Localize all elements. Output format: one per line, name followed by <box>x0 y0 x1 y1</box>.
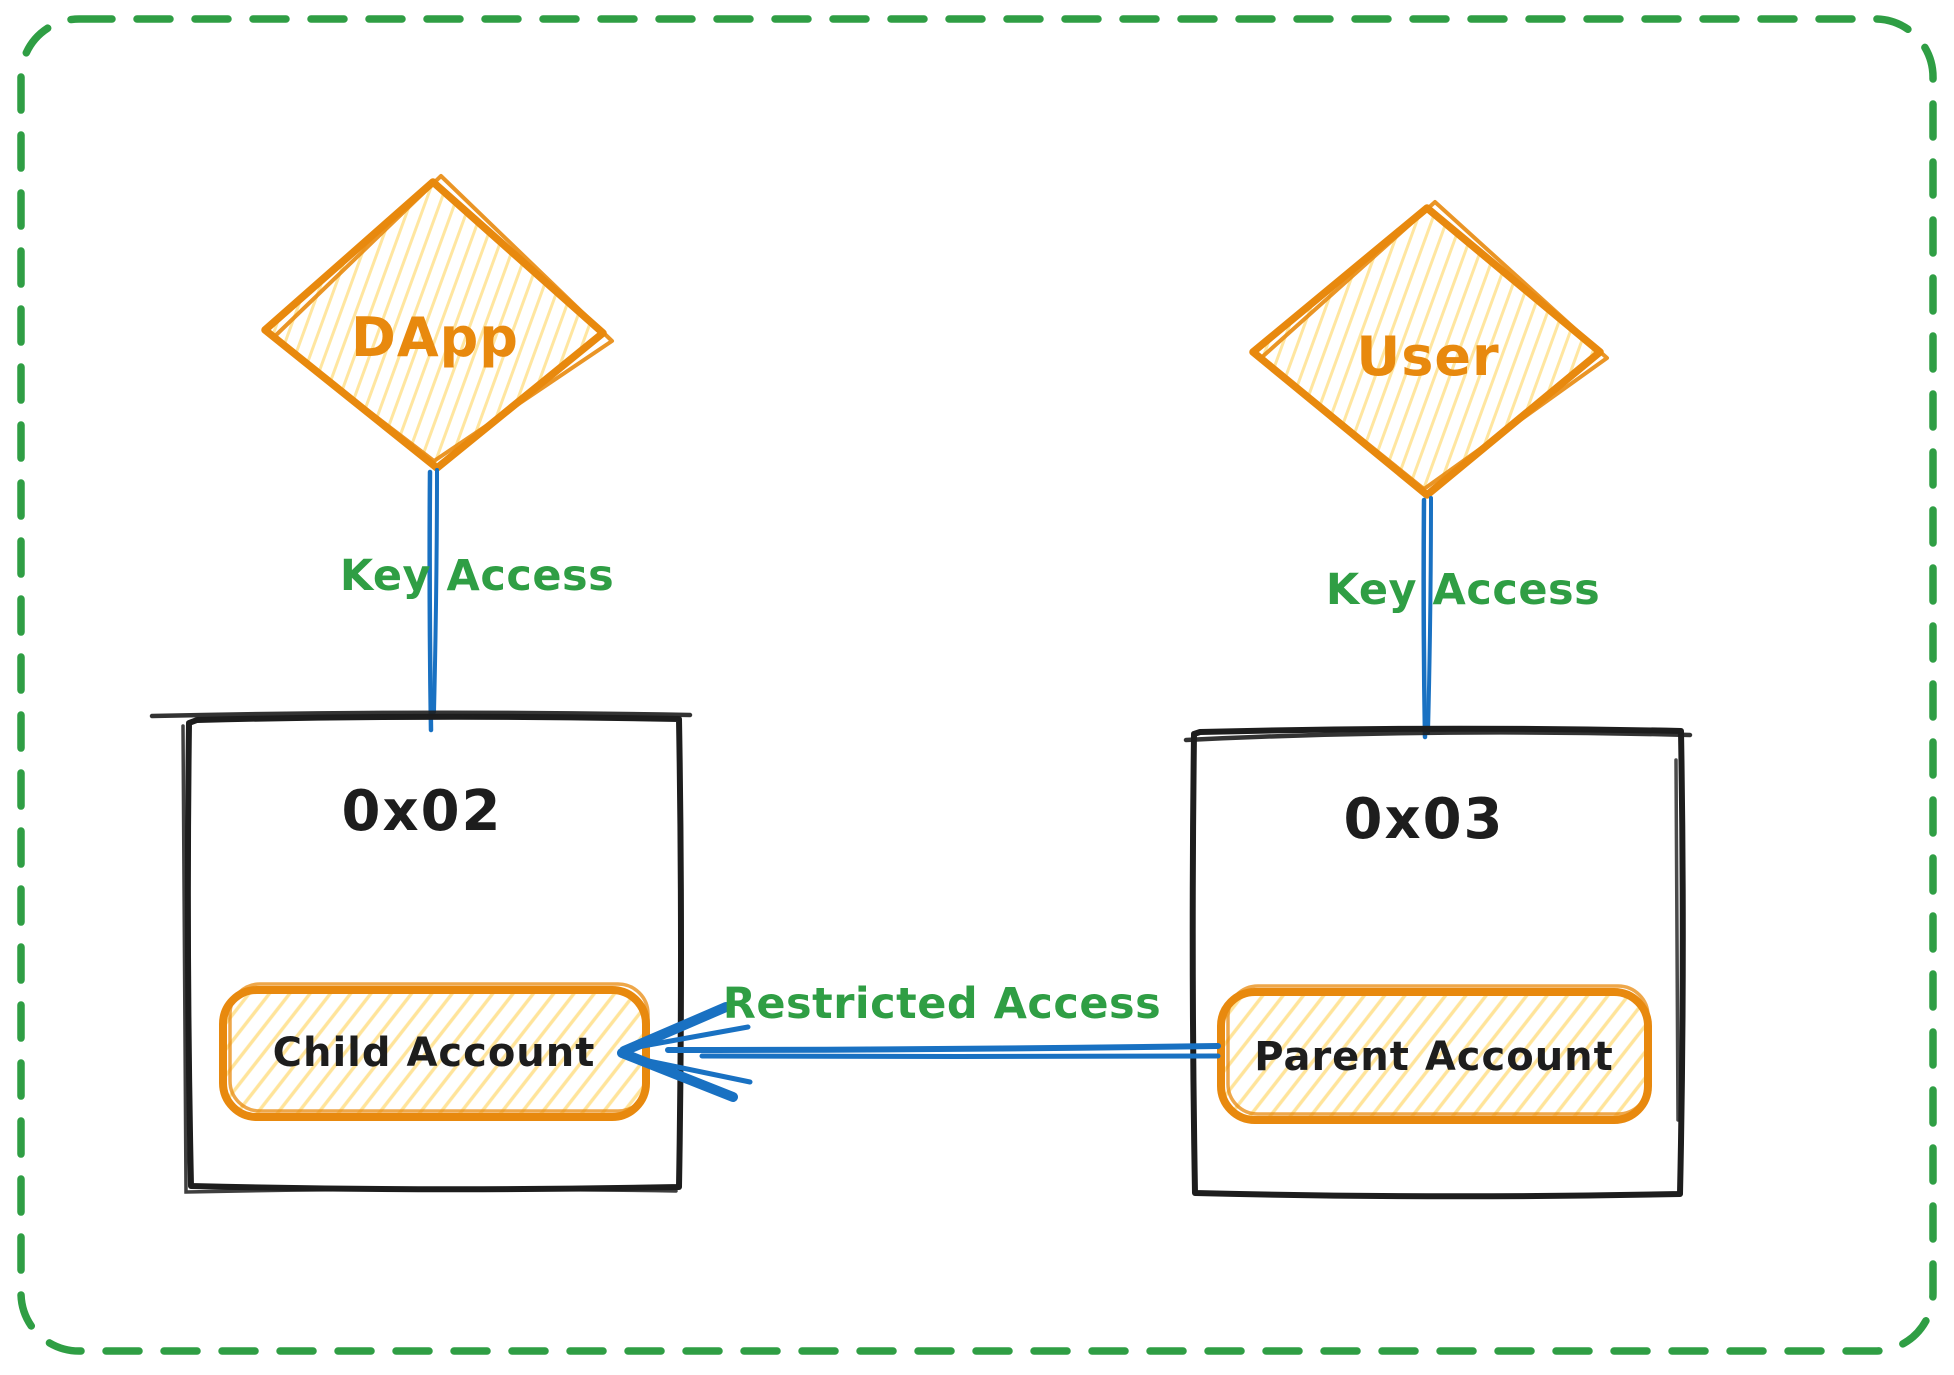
account-box-0x02-outline <box>184 713 684 1193</box>
dapp-label: DApp <box>351 306 519 369</box>
child-account-box <box>219 986 650 1121</box>
restricted-access-label: Restricted Access <box>723 979 1161 1029</box>
account-box-0x03: 0x03 Parent Account <box>1183 725 1693 1200</box>
account-box-0x03-overdraw-side <box>1674 758 1680 1122</box>
arrowhead-extra-stroke-1 <box>629 1024 751 1051</box>
arrowhead-upper-wing <box>619 1002 731 1056</box>
user-key-access-connector: Key Access <box>1326 496 1600 740</box>
parent-account-label: Parent Account <box>1254 1034 1614 1080</box>
arrowhead-extra-stroke-2 <box>631 1055 753 1085</box>
dapp-key-access-connector: Key Access <box>340 468 614 733</box>
user-label: User <box>1356 325 1499 388</box>
account-box-0x02: 0x02 Child Account <box>149 710 693 1194</box>
dapp-diamond-overdraw <box>271 174 614 463</box>
child-account-label: Child Account <box>273 1030 596 1076</box>
address-0x03-label: 0x03 <box>1343 787 1504 852</box>
account-box-0x03-overdraw-top <box>1183 730 1693 743</box>
account-box-0x02-overdraw-top <box>149 710 693 719</box>
key-access-left-label: Key Access <box>340 551 614 601</box>
user-diamond-overdraw <box>1259 200 1609 491</box>
dashed-frame-border <box>17 15 1937 1355</box>
restricted-access-arrow: Restricted Access <box>617 979 1221 1102</box>
address-0x02-label: 0x02 <box>341 779 502 844</box>
parent-account-box-overdraw <box>1226 984 1650 1116</box>
account-box-0x02-overdraw-side <box>181 724 678 1194</box>
user-diamond: User <box>1249 200 1609 499</box>
dapp-diamond: DApp <box>261 174 614 472</box>
key-access-right-label: Key Access <box>1326 565 1600 615</box>
